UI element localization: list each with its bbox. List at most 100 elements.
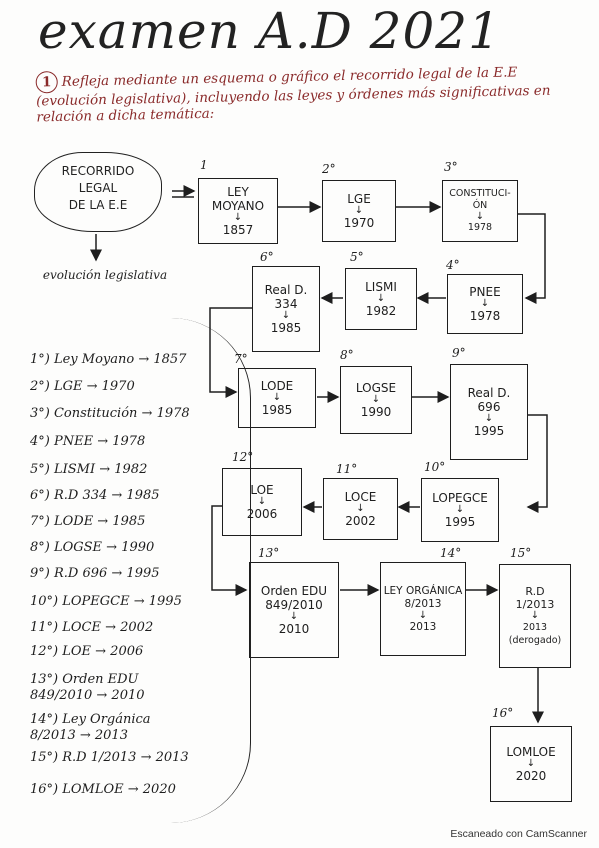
- list-item: 15°) R.D 1/2013 → 2013: [30, 750, 189, 765]
- list-brace: [30, 318, 251, 823]
- box-4-order: 4°: [446, 258, 460, 272]
- flow-box-lge: LGE ↓ 1970: [322, 180, 396, 242]
- down-arrow-icon: ↓: [484, 413, 494, 424]
- down-arrow-icon: ↓: [376, 293, 386, 304]
- box-10-label: LOPEGCE: [432, 491, 488, 505]
- down-arrow-icon: ↓: [526, 758, 536, 769]
- flow-box-lomloe: LOMLOE ↓ 2020: [490, 726, 572, 802]
- list-item: 3°) Constitución → 1978: [30, 406, 190, 421]
- down-arrow-icon: ↓: [257, 496, 267, 507]
- down-arrow-icon: ↓: [289, 611, 299, 622]
- list-item: 10°) LOPEGCE → 1995: [30, 594, 182, 609]
- flow-box-pnee: PNEE ↓ 1978: [447, 274, 523, 334]
- down-arrow-icon: ↓: [354, 205, 364, 216]
- list-item: 12°) LOE → 2006: [30, 644, 144, 659]
- box-11-order: 11°: [336, 462, 358, 476]
- box-6-sublabel: 334: [274, 297, 298, 311]
- box-12-label: LOE: [250, 483, 274, 497]
- box-8-label: LOGSE: [355, 381, 397, 395]
- flow-box-ley-moyano: LEY MOYANO ↓ 1857: [198, 178, 278, 244]
- box-14-label: LEY ORGÁNICA: [383, 584, 463, 597]
- box-14-order: 14°: [440, 546, 462, 560]
- box-7-year: 1985: [261, 403, 293, 417]
- box-12-year: 2006: [246, 507, 278, 521]
- down-arrow-icon: ↓: [455, 504, 465, 515]
- box-16-year: 2020: [515, 769, 547, 783]
- box-6-order: 6°: [260, 250, 274, 264]
- list-item: 7°) LODE → 1985: [30, 514, 146, 529]
- flow-box-real-decreto-334: Real D. 334 ↓ 1985: [252, 266, 320, 352]
- box-5-label: LISMI: [365, 280, 397, 294]
- box-14-year: 2013: [409, 620, 437, 633]
- down-arrow-icon: ↓: [530, 610, 540, 621]
- box-7-order: 7°: [234, 352, 248, 366]
- box-10-year: 1995: [444, 515, 476, 529]
- box-15-order: 15°: [510, 546, 532, 560]
- flow-box-lopegce: LOPEGCE ↓ 1995: [421, 478, 499, 542]
- box-2-year: 1970: [343, 216, 375, 230]
- down-arrow-icon: ↓: [356, 503, 365, 514]
- box-1-sublabel: MOYANO: [211, 199, 265, 213]
- down-arrow-icon: ↓: [272, 392, 282, 403]
- box-1-order: 1: [200, 158, 208, 172]
- scanner-watermark: Escaneado con CamScanner: [450, 828, 587, 840]
- flow-box-loce: LOCE ↓ 2002: [323, 478, 398, 540]
- box-11-year: 2002: [345, 514, 376, 528]
- box-13-sublabel: 849/2010: [265, 598, 323, 612]
- box-9-year: 1995: [473, 424, 505, 438]
- cloud-line-3: DE LA E.E: [68, 198, 128, 212]
- box-9-sublabel: 696: [477, 400, 501, 414]
- box-3-sublabel: ÓN: [472, 200, 488, 211]
- box-2-order: 2°: [322, 162, 336, 176]
- box-1-label: LEY: [227, 185, 249, 199]
- box-4-year: 1978: [469, 309, 501, 323]
- box-11-label: LOCE: [344, 490, 377, 504]
- box-13-label: Orden EDU: [260, 584, 328, 598]
- cloud-subtitle: evolución legislativa: [42, 268, 168, 282]
- page-title: examen A.D 2021: [38, 2, 501, 60]
- down-arrow-icon: ↓: [480, 298, 490, 309]
- box-9-order: 9°: [452, 346, 466, 360]
- box-16-order: 16°: [492, 706, 514, 720]
- box-6-label: Real D.: [264, 283, 308, 297]
- flow-box-lode: LODE ↓ 1985: [238, 368, 316, 428]
- box-12-order: 12°: [232, 450, 254, 464]
- box-8-order: 8°: [340, 348, 354, 362]
- list-item: 11°) LOCE → 2002: [30, 620, 154, 635]
- cloud-line-2: LEGAL: [78, 181, 118, 195]
- flow-box-ley-organica: LEY ORGÁNICA 8/2013 ↓ 2013: [380, 562, 466, 656]
- down-arrow-icon: ↓: [475, 211, 485, 222]
- box-15-year: 2013 (derogado): [508, 622, 562, 646]
- box-3-order: 3°: [444, 160, 458, 174]
- box-4-label: PNEE: [469, 285, 501, 299]
- list-item: 2°) LGE → 1970: [30, 379, 135, 394]
- box-13-year: 2010: [278, 622, 310, 636]
- box-5-order: 5°: [350, 250, 364, 264]
- list-item: 5°) LISMI → 1982: [30, 462, 148, 477]
- flow-box-orden-edu: Orden EDU 849/2010 ↓ 2010: [249, 562, 339, 658]
- box-9-label: Real D.: [467, 386, 511, 400]
- box-13-order: 13°: [258, 546, 280, 560]
- box-16-label: LOMLOE: [506, 745, 556, 759]
- box-5-year: 1982: [365, 304, 397, 318]
- cloud-node-recorrido-legal: RECORRIDO LEGAL DE LA E.E: [34, 152, 162, 232]
- flow-box-constitucion: CONSTITUCI- ÓN ↓ 1978: [442, 180, 518, 242]
- flow-box-lismi: LISMI ↓ 1982: [345, 268, 417, 330]
- list-item: 13°) Orden EDU 849/2010 → 2010: [30, 672, 145, 703]
- box-7-label: LODE: [260, 379, 294, 393]
- box-3-year: 1978: [467, 222, 493, 233]
- list-item: 4°) PNEE → 1978: [30, 434, 146, 449]
- box-6-year: 1985: [270, 321, 302, 335]
- down-arrow-icon: ↓: [233, 212, 243, 223]
- flow-box-loe: LOE ↓ 2006: [222, 468, 302, 536]
- down-arrow-icon: ↓: [281, 310, 291, 321]
- list-item: 8°) LOGSE → 1990: [30, 540, 155, 555]
- list-item: 9°) R.D 696 → 1995: [30, 566, 160, 581]
- box-2-label: LGE: [347, 192, 371, 206]
- down-arrow-icon: ↓: [371, 394, 381, 405]
- box-15-label: R.D: [525, 585, 545, 598]
- cloud-line-1: RECORRIDO: [61, 164, 135, 178]
- flow-box-real-decreto-696: Real D. 696 ↓ 1995: [450, 364, 528, 460]
